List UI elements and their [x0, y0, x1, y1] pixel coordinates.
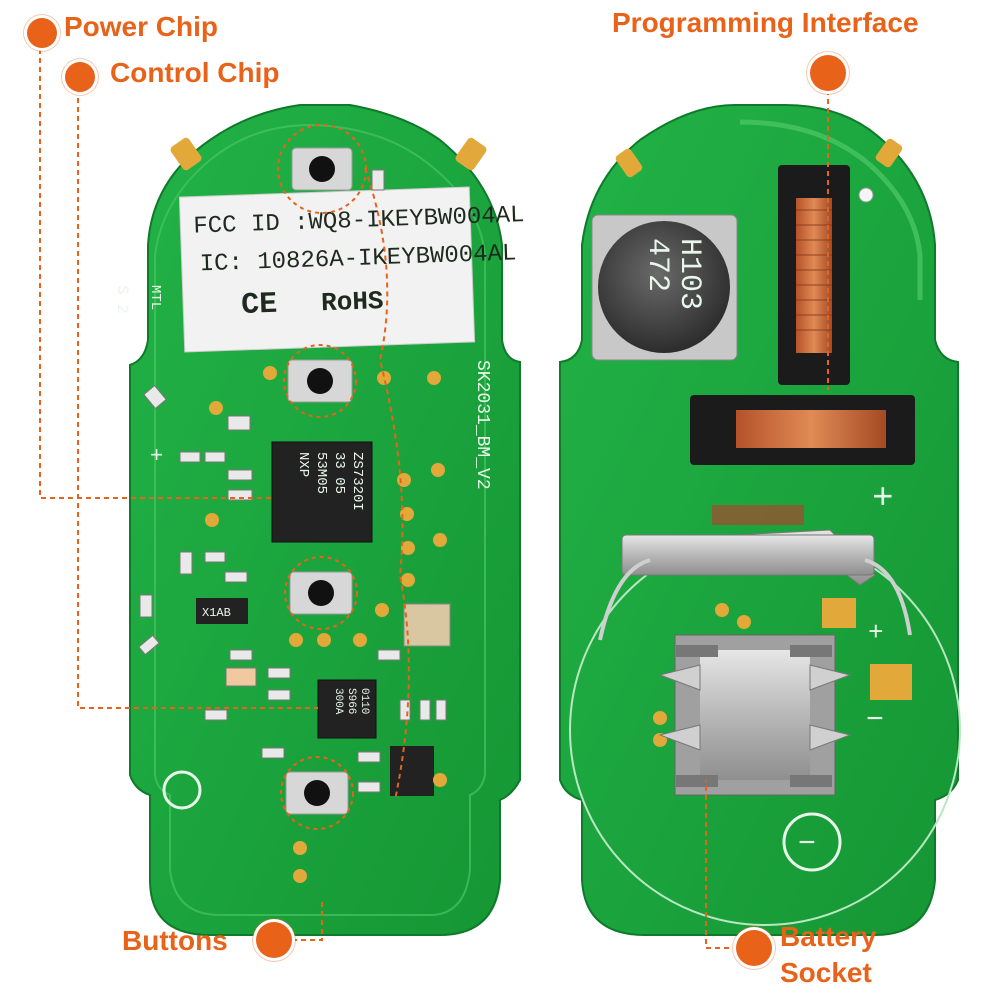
power-chip: 300A S966 0110 — [317, 679, 377, 739]
programming-interface-coil — [778, 165, 850, 385]
test-pads — [205, 366, 447, 883]
button-2 — [287, 359, 353, 403]
led — [225, 667, 257, 687]
small-chip: X1AB — [196, 598, 248, 624]
programming-interface-dot-icon — [810, 55, 846, 91]
ce-mark: CE — [241, 288, 278, 323]
gold-pad-plus — [822, 598, 856, 628]
silk-mtl-text: MTL — [147, 285, 163, 310]
battery-clip — [598, 505, 912, 641]
back-board: 472 H103 + + − − — [559, 104, 961, 936]
battery-socket-dot-icon — [736, 930, 772, 966]
rf-chip — [390, 746, 434, 796]
inductor-line1: 472 — [640, 238, 674, 292]
silk-plus-text: + — [150, 444, 163, 469]
control-chip: NXP 53M05 33 05 ZS7320I — [271, 441, 373, 543]
button-4 — [285, 771, 349, 815]
button-highlight-rings — [277, 124, 367, 830]
programming-interface-label: Programming Interface — [612, 7, 919, 38]
svg-text:33 05: 33 05 — [331, 452, 347, 494]
callout-leader-lines — [39, 40, 829, 949]
svg-text:300A: 300A — [332, 688, 344, 715]
plus-small-text: + — [868, 618, 884, 648]
plus-top-text: + — [872, 478, 894, 519]
button-1 — [291, 147, 353, 191]
minus-circle-icon — [782, 812, 842, 872]
inductor: 472 H103 — [591, 214, 738, 361]
smd-components — [138, 169, 447, 793]
battery-socket-label-line1: Battery — [780, 921, 877, 952]
buttons-dot-icon — [256, 922, 292, 958]
power-chip-label: Power Chip — [64, 11, 219, 42]
svg-text:S966: S966 — [345, 688, 357, 714]
control-chip-label: Control Chip — [110, 57, 280, 88]
battery-socket-label-line2: Socket — [780, 957, 872, 988]
inductor-line2: H103 — [672, 238, 706, 310]
control-chip-dot-icon — [65, 62, 95, 92]
gold-pad-minus — [870, 664, 912, 700]
silk-s-text: S 2 — [113, 285, 131, 314]
svg-text:NXP: NXP — [295, 452, 311, 477]
svg-text:X1AB: X1AB — [202, 606, 231, 620]
minus-circle-text: − — [798, 828, 816, 862]
front-board: FCC ID :WQ8-IKEYBW004AL IC: 10826A-IKEYB… — [113, 104, 525, 936]
svg-text:0110: 0110 — [358, 688, 370, 714]
svg-text:ZS7320I: ZS7320I — [349, 452, 365, 511]
button-3 — [289, 571, 353, 615]
mount-hole — [858, 187, 874, 203]
svg-text:53M05: 53M05 — [313, 452, 329, 494]
rohs-mark: RoHS — [321, 286, 384, 318]
buttons-label: Buttons — [122, 925, 228, 956]
minus-small-text: − — [866, 704, 884, 738]
recycle-logo-icon — [162, 770, 202, 810]
battery-contact — [658, 634, 852, 796]
power-chip-dot-icon — [27, 18, 57, 48]
horizontal-coil — [690, 395, 915, 465]
silk-model-text: SK2031_BM_V2 — [472, 360, 492, 490]
crystal-oscillator — [403, 603, 451, 647]
